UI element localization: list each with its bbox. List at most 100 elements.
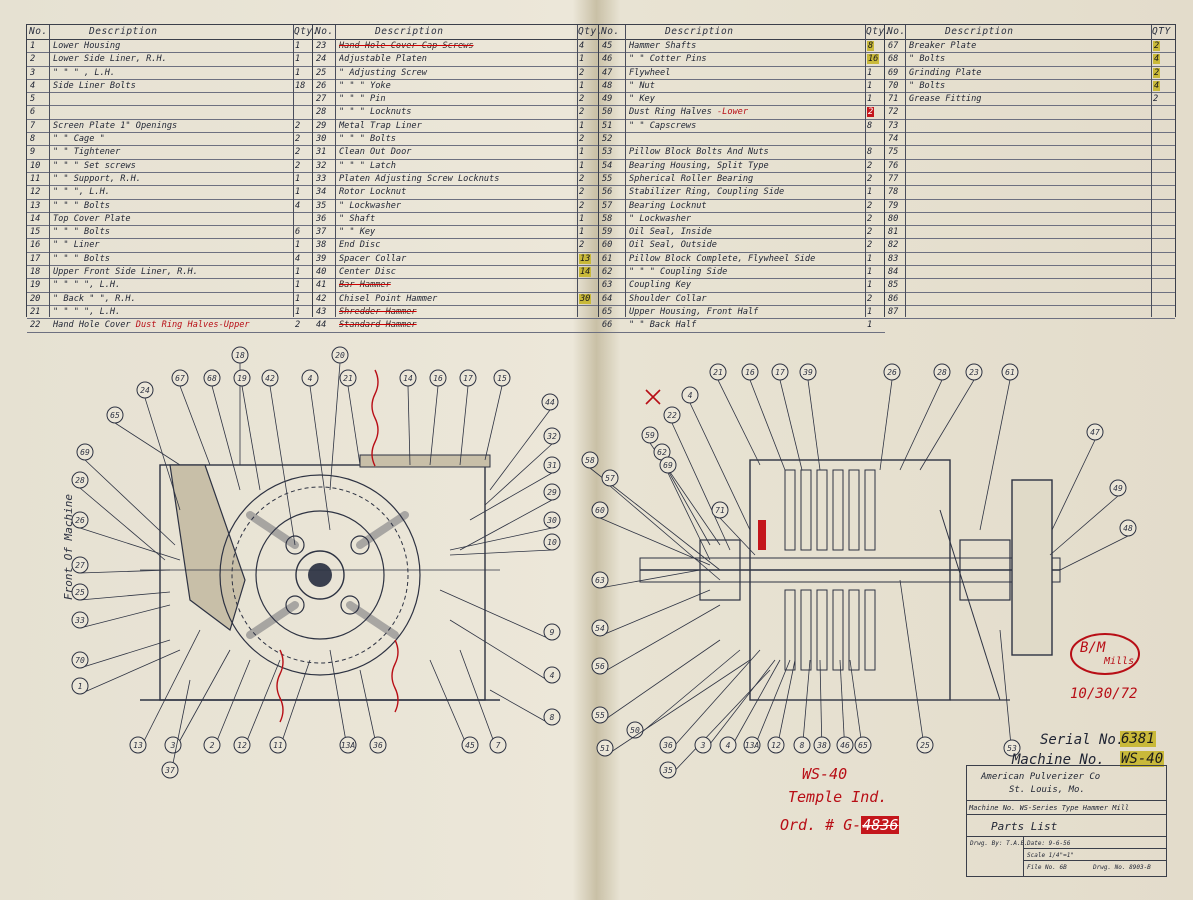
part-quantity-value: 1 (867, 67, 873, 78)
callout-circle (233, 736, 251, 754)
part-description-text: " " Support, R.H. (53, 173, 141, 184)
hammer-row-lower (848, 589, 860, 671)
leader-line (489, 409, 551, 491)
part-number: 76 (888, 160, 899, 171)
part-description-text: Upper Housing, Front Half (629, 306, 759, 317)
part-description-text: Hand Hole Cover Cap Screws (339, 41, 474, 51)
callout-number: 9 (550, 628, 555, 637)
part-number: 63 (602, 280, 613, 291)
part-number: 13 (30, 200, 41, 211)
hammer (356, 511, 409, 549)
leader-line (459, 499, 553, 551)
part-quantity: 6 (295, 226, 312, 238)
part-quantity: 1 (867, 67, 884, 79)
callout-circle (743, 736, 761, 754)
callout-circle (1109, 479, 1127, 497)
part-description-text: " " " Yoke (339, 80, 391, 91)
callout-number: 1 (78, 682, 83, 691)
hammer-row-upper (848, 469, 860, 551)
part-quantity: 2 (579, 67, 598, 79)
callout-number: 51 (600, 744, 610, 753)
part-quantity-value: 1 (295, 41, 301, 51)
part-description: " " Liner (53, 239, 289, 251)
hammer-row-lower (864, 589, 876, 671)
drawing-date: Date: 9-6-56 (1027, 840, 1071, 847)
callout-number: 2 (210, 741, 215, 750)
callout-circle (591, 657, 609, 675)
serial-value: 6381 (1120, 731, 1156, 747)
part-description-text: " " " ", L.H. (53, 306, 121, 317)
header-no: No. (29, 26, 48, 37)
part-description-text: Oil Seal, Outside (629, 240, 717, 251)
callout-number: 69 (80, 448, 90, 457)
part-number: 75 (888, 147, 899, 158)
part-number: 19 (30, 280, 41, 291)
part-quantity: 2 (867, 226, 884, 238)
part-number: 38 (316, 240, 327, 251)
screen-openings (231, 486, 409, 664)
dust-ring-highlight (758, 520, 766, 550)
callout-circle (581, 451, 599, 469)
part-quantity: 2 (579, 173, 598, 185)
part-quantity: 1 (295, 266, 312, 278)
callout-number: 36 (372, 741, 383, 750)
leader-line (449, 549, 553, 556)
part-number: 62 (602, 267, 613, 278)
machine-label: Machine No. (1012, 752, 1105, 768)
part-description: Pillow Block Bolts And Nuts (629, 146, 861, 158)
leader-line (671, 422, 731, 551)
callout-number: 4 (726, 741, 731, 750)
leader-line (899, 579, 926, 754)
callout-number: 10 (547, 538, 557, 547)
part-number: 40 (316, 267, 327, 278)
part-description-text: " " " Coupling Side (629, 267, 728, 278)
header-qty: Qty. (866, 26, 891, 37)
part-description-text: " Key (629, 94, 655, 105)
callout-number: 28 (75, 476, 85, 485)
part-quantity: 4 (1153, 80, 1174, 92)
part-quantity (1153, 239, 1174, 251)
part-quantity: 2 (295, 160, 312, 172)
callout-circle (813, 736, 831, 754)
red-revision-mark (391, 639, 399, 713)
part-quantity-value: 1 (867, 280, 873, 291)
callout-number: 33 (74, 616, 85, 625)
callout-number: 7 (496, 741, 501, 750)
part-description-text: " Lockwasher (339, 200, 402, 211)
header-description: Description (945, 26, 1014, 37)
part-quantity-value: 1 (867, 320, 873, 331)
callout-number: 61 (1005, 368, 1015, 377)
part-quantity: 2 (867, 239, 884, 251)
part-number: 32 (316, 160, 327, 171)
part-description-text: Lower Side Liner, R.H. (53, 54, 167, 65)
leader-line (749, 379, 786, 471)
callout-number: 55 (595, 711, 605, 720)
callout-number: 50 (630, 726, 640, 735)
part-quantity (1153, 106, 1174, 118)
callout-number: 12 (237, 741, 247, 750)
part-description-text: Upper Front Side Liner, R.H. (53, 267, 198, 278)
part-quantity-value: 2 (579, 134, 585, 145)
part-number: 83 (888, 253, 899, 264)
parts-row: 21" " " ", L.H.1 (27, 306, 313, 320)
parts-row: 85 (885, 279, 1175, 293)
part-number: 11 (30, 173, 41, 184)
part-quantity-value: 2 (295, 160, 301, 171)
red-x-mark (645, 389, 661, 405)
part-description-text: " " " Pin (339, 94, 386, 105)
part-description: Coupling Key (629, 279, 861, 291)
hammer-row-lower (832, 589, 844, 671)
rotor-disc (255, 510, 385, 640)
part-number: 64 (602, 293, 613, 304)
part-number: 23 (316, 41, 327, 51)
part-number: 45 (602, 41, 613, 51)
part-number: 50 (602, 107, 613, 118)
leader-line (79, 604, 171, 629)
part-number: 36 (316, 213, 327, 224)
